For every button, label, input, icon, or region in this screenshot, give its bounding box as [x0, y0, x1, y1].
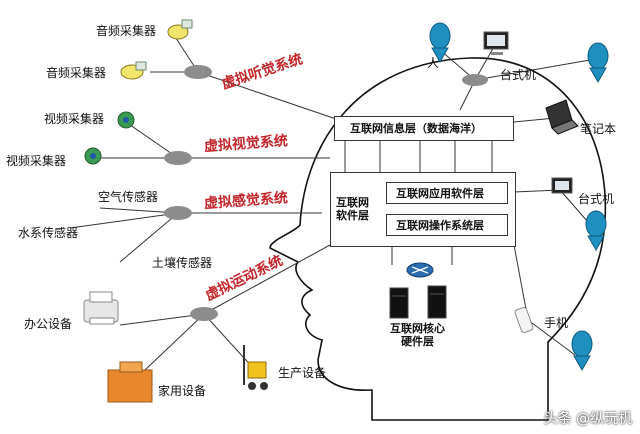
os-layer-label: 互联网操作系统层 [396, 219, 484, 232]
app-layer-label: 互联网应用软件层 [396, 187, 484, 200]
audio-collector-icon-1 [167, 19, 193, 40]
app-layer-box [386, 182, 508, 204]
desktop-icon-1 [483, 31, 509, 55]
phone-label: 手机 [544, 316, 569, 330]
desktop-icon-2 [551, 177, 573, 194]
audio-collector-icon-2 [120, 61, 147, 80]
layer-connectors [344, 140, 493, 265]
watermark: 头条 @纵玩机 [543, 411, 632, 427]
desktop-label-2: 台式机 [578, 192, 615, 206]
head-outline [269, 57, 607, 421]
person-icon-right [587, 42, 609, 84]
person-icon-top [429, 22, 451, 64]
audio-collector-label-1: 音频采集器 [96, 24, 157, 38]
audio-collector-label-2: 音频采集器 [46, 66, 107, 80]
left-connections [69, 31, 346, 371]
router-icon [406, 262, 434, 278]
software-layer-label: 互联网 软件层 [336, 196, 369, 222]
video-collector-icon-2 [84, 147, 102, 165]
server-icon [389, 285, 447, 319]
video-collector-label-2: 视频采集器 [6, 154, 67, 168]
forklift-icon [243, 345, 268, 390]
laptop-icon [545, 99, 579, 135]
info-layer-box [334, 116, 514, 141]
printer-icon [83, 291, 119, 325]
info-layer-label: 互联网信息层（数据海洋） [350, 122, 482, 135]
hub-hearing [184, 65, 212, 79]
hardware-layer-label: 互联网核心 硬件层 [390, 322, 445, 348]
hub-motion [190, 307, 218, 321]
hub-sense [164, 206, 192, 220]
hub-vision [164, 151, 192, 165]
video-collector-icon-1 [117, 111, 135, 129]
hub-group [164, 65, 565, 321]
office-device-label: 办公设备 [24, 317, 73, 331]
air-sensor-label: 空气传感器 [98, 190, 159, 204]
video-collector-label-1: 视频采集器 [44, 112, 105, 126]
appliance-icon [107, 361, 153, 403]
phone-icon [514, 307, 534, 333]
person-icon-bottom [571, 330, 593, 372]
hub-network-top [462, 74, 488, 86]
soil-sensor-label: 土壤传感器 [152, 256, 213, 270]
person-icon-mid [585, 210, 607, 252]
home-device-label: 家用设备 [158, 384, 207, 398]
desktop-label-1: 台式机 [500, 68, 537, 82]
person-label: 人 [427, 56, 440, 70]
production-device-label: 生产设备 [278, 366, 327, 380]
water-sensor-label: 水系传感器 [18, 226, 79, 240]
os-layer-box [386, 214, 508, 236]
laptop-label: 笔记本 [580, 122, 617, 136]
